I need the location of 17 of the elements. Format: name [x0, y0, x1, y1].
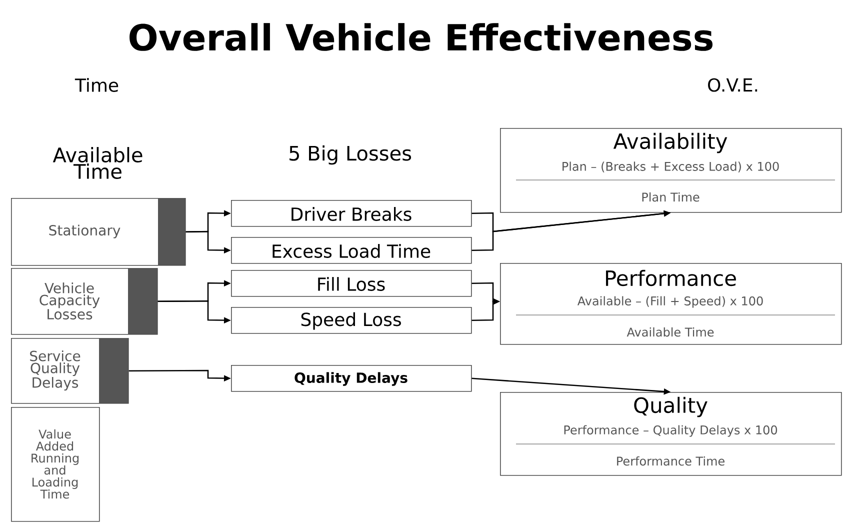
column-heading: Time	[74, 78, 118, 92]
time-category-box: Value Added Running and Loading Time	[11, 407, 100, 522]
metric-box: Performance Available – (Fill + Speed) x 100 Available Time	[500, 263, 842, 345]
column-heading: 5 Big Losses	[290, 145, 412, 165]
loss-box: Speed Loss	[231, 307, 472, 334]
loss-box: Quality Delays	[231, 365, 472, 392]
time-category-box: Service Quality Delays	[11, 338, 129, 404]
column-heading: Available Time	[52, 147, 142, 179]
loss-box: Driver Breaks	[231, 200, 472, 227]
metric-box: Quality Performance – Quality Delays x 100 Performance Time	[500, 392, 842, 476]
loss-box: Excess Load Time	[231, 237, 472, 264]
title: Overall Vehicle Effectiveness	[130, 23, 713, 51]
metric-box: Availability Plan – (Breaks + Excess Load) x 100 Plan Time	[500, 128, 842, 213]
time-category-box: Stationary	[11, 198, 186, 266]
column-heading: O.V.E.	[708, 78, 758, 92]
time-category-box: Vehicle Capacity Losses	[11, 268, 158, 335]
loss-box: Fill Loss	[231, 270, 472, 297]
